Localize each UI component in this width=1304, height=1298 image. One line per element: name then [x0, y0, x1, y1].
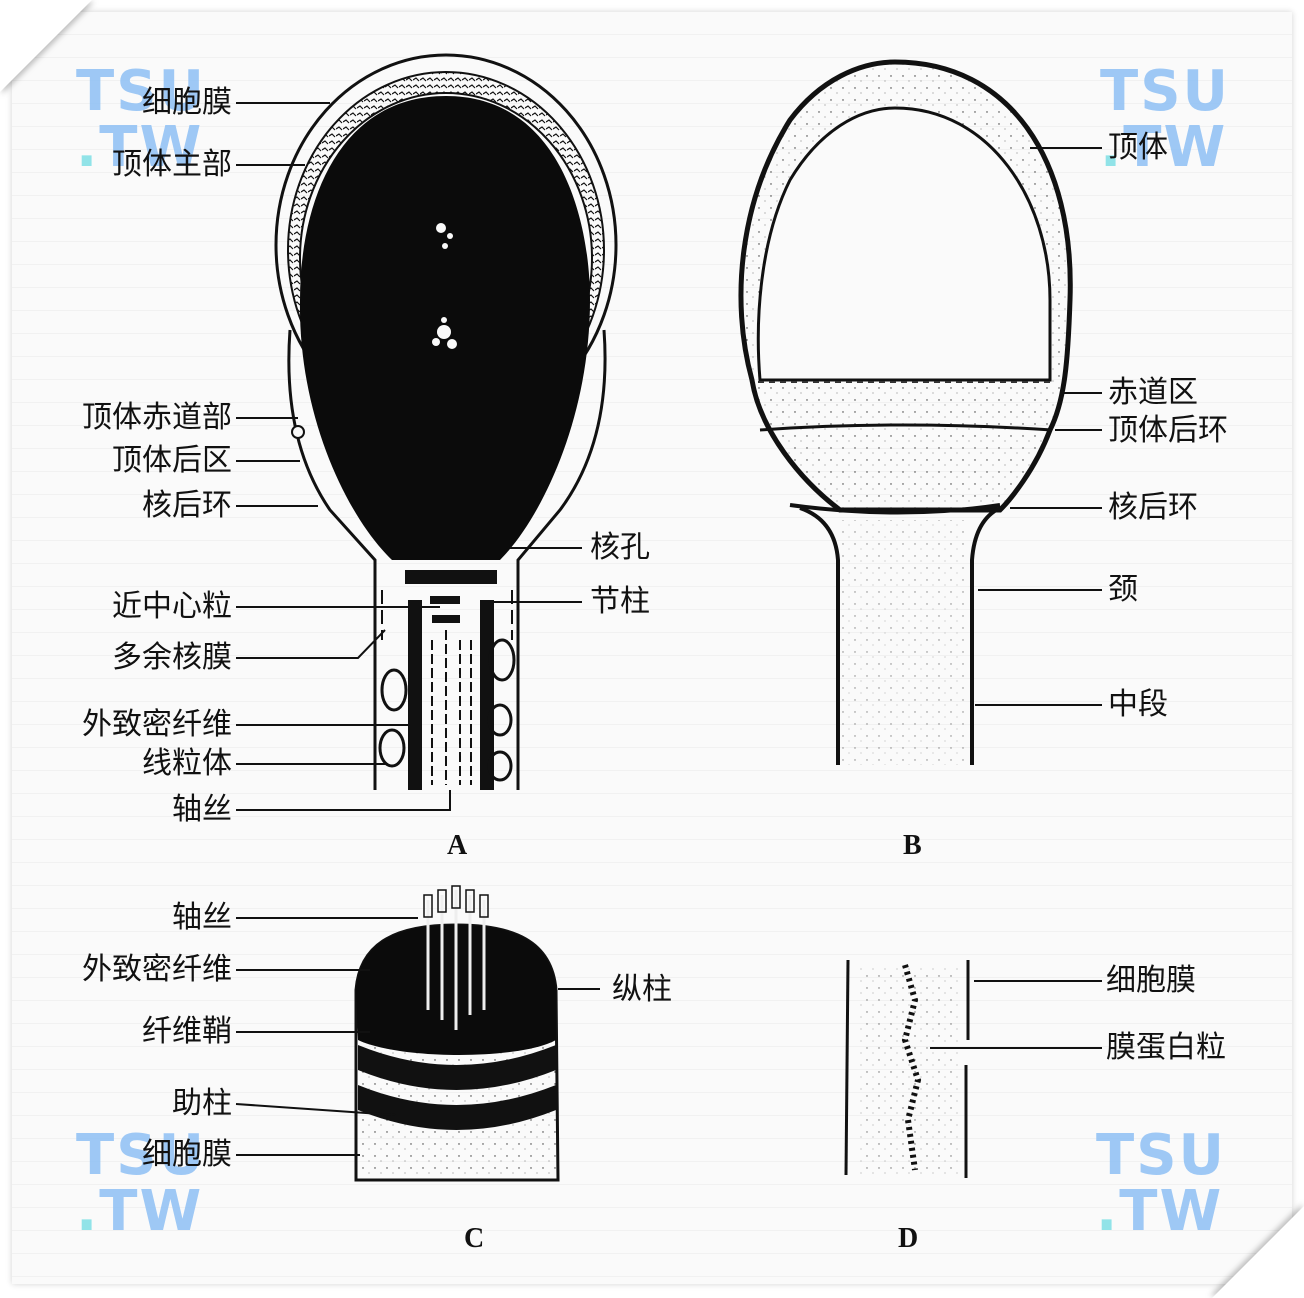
panel-d-drawing [844, 959, 1102, 1178]
label-redundant-envelope: 多余核膜 [112, 640, 232, 675]
label-neck: 颈 [1108, 572, 1138, 607]
label-postacrosomal-region: 顶体后区 [112, 443, 232, 478]
label-postacrosomal-ring: 顶体后环 [1108, 413, 1228, 448]
panel-letter-d: D [898, 1223, 919, 1254]
label-posterior-ring-a: 核后环 [142, 488, 232, 523]
label-axoneme-a: 轴丝 [172, 792, 232, 827]
label-segmented-column: 节柱 [590, 584, 650, 619]
label-acrosome-main: 顶体主部 [112, 147, 232, 182]
label-cell-membrane-d: 细胞膜 [1106, 963, 1196, 998]
label-axoneme-c: 轴丝 [172, 900, 232, 935]
page-curl-bottom-right [1212, 1206, 1304, 1298]
panel-letter-a: A [447, 830, 468, 861]
label-nuclear-pore: 核孔 [590, 530, 650, 565]
page-curl-top-left [0, 0, 92, 92]
label-outer-dense-fiber-a: 外致密纤维 [82, 707, 232, 742]
label-cell-membrane-c: 细胞膜 [142, 1137, 232, 1172]
label-proximal-centriole: 近中心粒 [112, 589, 232, 624]
paper-sheet [12, 12, 1292, 1284]
panel-letter-b: B [903, 830, 922, 861]
label-outer-dense-fiber-c: 外致密纤维 [82, 952, 232, 987]
label-longitudinal-column: 纵柱 [612, 972, 672, 1007]
label-cell-membrane-a: 细胞膜 [142, 85, 232, 120]
panel-c-drawing [235, 885, 600, 1182]
label-fibrous-sheath: 纤维鞘 [142, 1014, 232, 1049]
label-membrane-particles: 膜蛋白粒 [1106, 1030, 1226, 1065]
label-acrosome-b: 顶体 [1108, 130, 1168, 165]
label-mitochondria: 线粒体 [142, 746, 232, 781]
panel-b-drawing [738, 59, 1102, 765]
label-rib: 助柱 [172, 1086, 232, 1121]
label-posterior-ring-b: 核后环 [1108, 490, 1198, 525]
label-midpiece: 中段 [1108, 687, 1168, 722]
label-equatorial-zone: 赤道区 [1108, 375, 1198, 410]
panel-letter-c: C [464, 1223, 485, 1254]
label-acrosome-equatorial: 顶体赤道部 [82, 400, 232, 435]
panel-a-drawing [236, 53, 618, 811]
